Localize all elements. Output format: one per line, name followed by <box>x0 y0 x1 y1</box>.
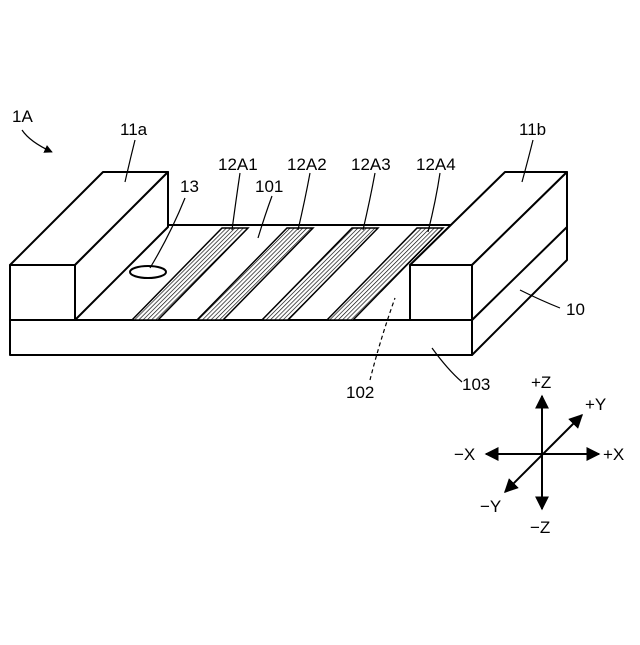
leader-12A4 <box>428 173 440 232</box>
leader-12A1 <box>232 173 240 230</box>
electrode-11b-front <box>410 265 472 320</box>
electrode-11b <box>410 172 567 320</box>
substrate-front-face <box>10 320 472 355</box>
axis-label-plus-x: +X <box>603 445 624 464</box>
label-11a: 11a <box>120 120 148 139</box>
label-103: 103 <box>462 375 490 394</box>
label-102: 102 <box>346 383 374 402</box>
axis-label-plus-y: +Y <box>585 395 606 414</box>
figure-arrow-1A <box>22 130 52 152</box>
label-10: 10 <box>566 300 585 319</box>
label-12A3: 12A3 <box>351 155 391 174</box>
pad-13 <box>130 266 166 278</box>
label-12A1: 12A1 <box>218 155 258 174</box>
label-12A4: 12A4 <box>416 155 456 174</box>
label-11b: 11b <box>519 120 546 139</box>
figure-label: 1A <box>12 107 33 126</box>
axis-indicator <box>486 396 599 509</box>
electrode-11a-front <box>10 265 75 320</box>
leader-12A2 <box>298 173 310 230</box>
axis-label-minus-x: −X <box>454 445 475 464</box>
label-12A2: 12A2 <box>287 155 327 174</box>
axis-label-minus-z: −Z <box>530 518 550 537</box>
label-13: 13 <box>180 177 199 196</box>
axis-label-plus-z: +Z <box>531 373 551 392</box>
label-101: 101 <box>255 177 283 196</box>
axis-label-minus-y: −Y <box>480 497 501 516</box>
leader-12A3 <box>363 173 375 230</box>
